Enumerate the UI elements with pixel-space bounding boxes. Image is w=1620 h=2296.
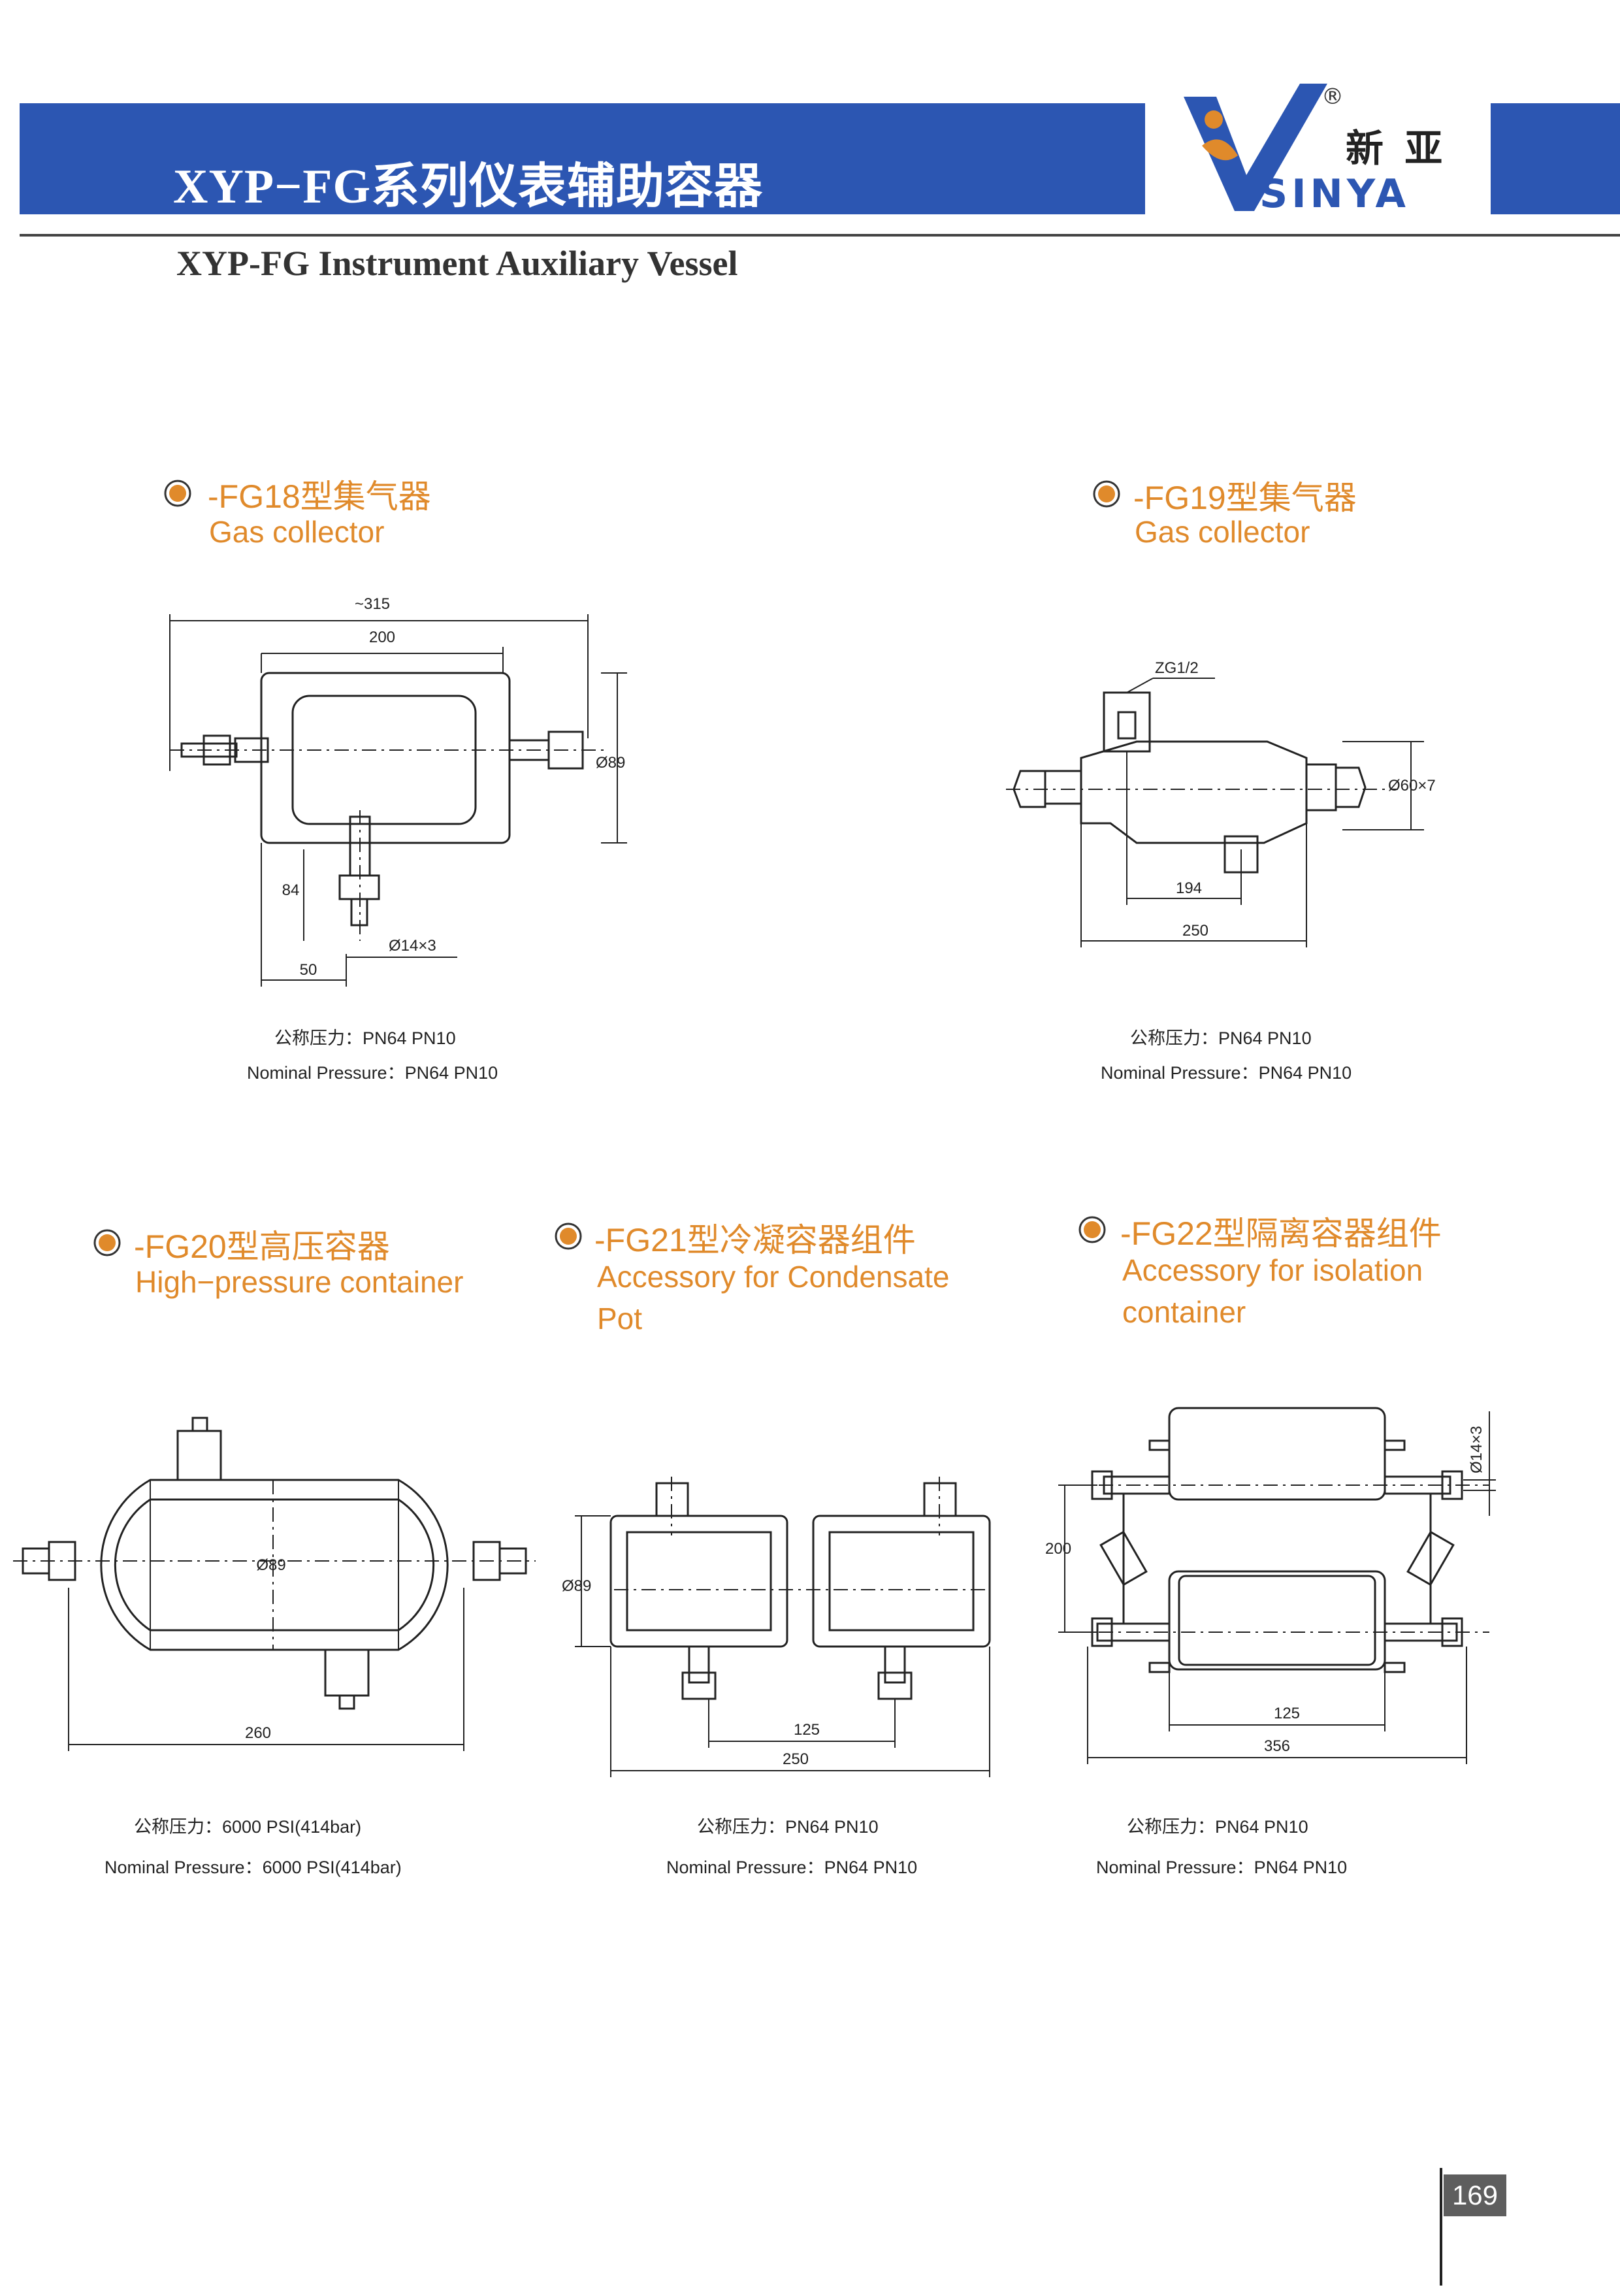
fg22-dim-spacing: 125 (1274, 1705, 1300, 1722)
page-subtitle: XYP-FG Instrument Auxiliary Vessel (176, 244, 738, 283)
fg20-model: -FG20型高压容器 (134, 1228, 390, 1265)
registered-mark: ® (1321, 84, 1344, 110)
fg19-drawing: ZG1/2 Ø60×7 194 250 (1006, 659, 1436, 947)
title-banner (20, 103, 1145, 214)
title-banner-right (1491, 103, 1620, 214)
fg19-dim-diameter: Ø60×7 (1388, 777, 1436, 795)
fg18-dim-pipe: Ø14×3 (389, 937, 436, 955)
fg19-pressure-en: Nominal Pressure：PN64 PN10 (1101, 1063, 1352, 1083)
fg18-pressure-cn: 公称压力：PN64 PN10 (274, 1028, 456, 1048)
fg18-dim-overall: ~315 (355, 595, 390, 613)
brand-logo (1176, 77, 1470, 224)
fg18-pressure-en: Nominal Pressure：PN64 PN10 (247, 1063, 498, 1083)
fg18-dim-offset: 50 (300, 961, 317, 979)
bullet-icon (1078, 1216, 1106, 1243)
fg21-dim-overall: 250 (783, 1750, 809, 1768)
fg19-pressure-cn: 公称压力：PN64 PN10 (1130, 1028, 1312, 1048)
fg19-model: -FG19型集气器 (1133, 480, 1357, 516)
fg21-pressure-en: Nominal Pressure：PN64 PN10 (666, 1858, 918, 1877)
fg22-name-line1: Accessory for isolation (1122, 1253, 1423, 1287)
page-number-bar (1440, 2168, 1442, 2286)
fg21-dim-spacing: 125 (794, 1721, 820, 1739)
fg19-dim-overall: 250 (1182, 922, 1208, 940)
fg19-dim-thread: ZG1/2 (1155, 659, 1199, 677)
fg20-pressure-en: Nominal Pressure：6000 PSI(414bar) (105, 1858, 402, 1877)
fg18-dim-height: 84 (282, 881, 300, 899)
fg21-name-line1: Accessory for Condensate (597, 1260, 950, 1294)
fg22-drawing: 200 Ø14×3 125 356 (1045, 1407, 1496, 1764)
fg21-dim-diameter: Ø89 (562, 1577, 591, 1595)
fg21-pressure-cn: 公称压力：PN64 PN10 (697, 1817, 879, 1837)
header-divider (20, 234, 1620, 237)
brand-name-cn: 新 亚 (1346, 126, 1447, 171)
page-number: 169 (1444, 2174, 1506, 2216)
bullet-icon (1093, 480, 1120, 508)
fg18-model: -FG18型集气器 (208, 478, 431, 515)
fg19-name: Gas collector (1135, 515, 1310, 549)
fg22-name-line2: container (1122, 1295, 1246, 1329)
fg20-drawing: Ø89 260 (13, 1417, 536, 1751)
fg21-model: -FG21型冷凝容器组件 (594, 1222, 916, 1258)
bullet-icon (93, 1229, 121, 1256)
fg18-dim-body: 200 (369, 629, 395, 646)
brand-name-en: SINYA (1259, 171, 1410, 217)
fg22-pressure-cn: 公称压力：PN64 PN10 (1127, 1817, 1308, 1837)
fg18-drawing: ~315 200 Ø89 84 50 Ø14×3 (169, 595, 627, 987)
fg20-pressure-cn: 公称压力：6000 PSI(414bar) (134, 1817, 362, 1837)
fg20-dim-diameter: Ø89 (256, 1556, 285, 1574)
fg20-dim-length: 260 (245, 1724, 271, 1742)
fg22-dim-pipe: Ø14×3 (1468, 1426, 1485, 1473)
bullet-icon (555, 1222, 582, 1250)
fg18-dim-diameter: Ø89 (596, 754, 625, 772)
page-title: XYP−FG系列仪表辅助容器 (173, 160, 764, 214)
bullet-icon (164, 480, 191, 507)
fg21-name-line2: Pot (597, 1302, 643, 1336)
fg19-dim-length: 194 (1176, 879, 1202, 897)
fg22-model: -FG22型隔离容器组件 (1120, 1215, 1442, 1252)
fg22-dim-height: 200 (1045, 1540, 1071, 1558)
fg18-name: Gas collector (209, 515, 385, 549)
fg22-dim-overall: 356 (1264, 1737, 1290, 1755)
fg20-name: High−pressure container (135, 1265, 464, 1299)
fg22-pressure-en: Nominal Pressure：PN64 PN10 (1096, 1858, 1348, 1877)
fg21-drawing: Ø89 125 250 (562, 1477, 991, 1777)
